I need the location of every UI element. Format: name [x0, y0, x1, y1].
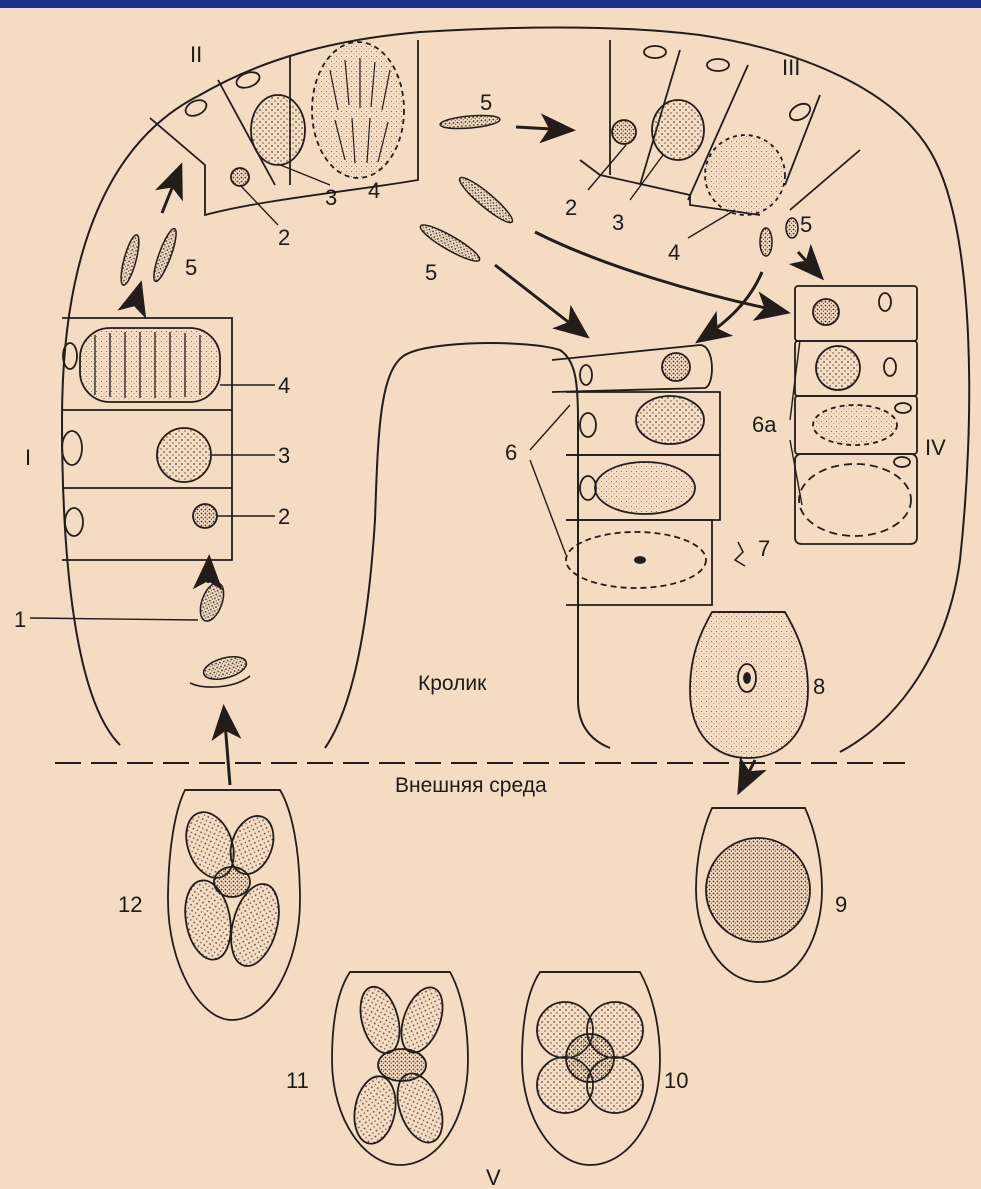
label-5-left: 5 — [185, 255, 197, 280]
label-4-left: 4 — [278, 373, 290, 398]
label-roman-II: II — [190, 42, 202, 67]
oocyst-8 — [690, 612, 808, 758]
microgamete — [735, 542, 745, 566]
label-8: 8 — [813, 674, 825, 699]
oocyst-10 — [522, 972, 660, 1165]
label-11: 11 — [286, 1068, 309, 1093]
label-roman-I: I — [25, 445, 31, 470]
label-4-right: 4 — [668, 240, 680, 265]
label-3-top: 3 — [325, 185, 337, 210]
label-2-top: 2 — [278, 225, 290, 250]
label-6a: 6а — [752, 412, 777, 437]
label-10: 10 — [664, 1068, 688, 1093]
label-host-rabbit: Кролик — [418, 672, 487, 695]
label-6: 6 — [505, 440, 517, 465]
oocyst-9 — [696, 808, 822, 982]
epithelium-cells-I — [62, 318, 232, 560]
label-7: 7 — [758, 536, 770, 561]
label-3-left: 3 — [278, 443, 290, 468]
oocyst-11 — [332, 972, 468, 1165]
label-5-right: 5 — [800, 212, 812, 237]
label-5-mid: 5 — [425, 260, 437, 285]
label-roman-V: V — [486, 1165, 501, 1189]
label-1: 1 — [14, 607, 26, 632]
label-9: 9 — [835, 892, 847, 917]
label-roman-III: III — [782, 55, 800, 80]
label-2-left: 2 — [278, 504, 290, 529]
label-roman-IV: IV — [925, 435, 946, 460]
label-12: 12 — [118, 892, 142, 917]
epithelium-cells-IV — [795, 286, 917, 544]
label-3-right: 3 — [612, 210, 624, 235]
label-4-top: 4 — [368, 178, 380, 203]
label-5-top: 5 — [480, 90, 492, 115]
free-merozoites — [117, 113, 798, 683]
label-2-right: 2 — [565, 195, 577, 220]
label-external-environment: Внешняя среда — [395, 774, 547, 797]
oocyst-12 — [168, 790, 300, 1020]
